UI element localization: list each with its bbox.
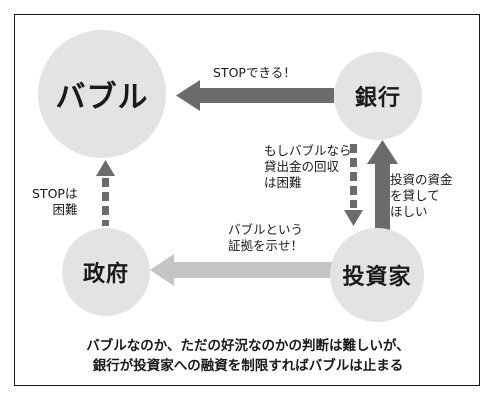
label-investment-loan-request: 投資の資金 を貸して ほしい <box>390 172 453 219</box>
bubble-node: バブル <box>38 30 166 158</box>
investor-node-label: 投資家 <box>342 265 412 290</box>
bank-node: 銀行 <box>334 52 422 140</box>
bank-node-label: 銀行 <box>354 86 401 111</box>
caption-line-1: バブルなのか、ただの好況なのかの判断は難しいが、 <box>86 338 410 354</box>
government-node: 政府 <box>62 228 150 316</box>
government-node-label: 政府 <box>82 262 129 287</box>
arrow-government-to-bubble-dashed <box>96 160 115 226</box>
bubble-node-label: バブル <box>55 80 149 115</box>
label-show-evidence: バブルという 証拠を示せ！ <box>228 222 304 253</box>
investor-node: 投資家 <box>330 228 424 322</box>
diagram-caption: バブルなのか、ただの好況なのかの判断は難しいが、 銀行が投資家への融資を制限すれ… <box>22 336 474 376</box>
arrow-investor-to-government <box>150 254 332 286</box>
label-stop-difficult: STOPは 困難 <box>32 186 78 217</box>
arrow-investor-to-bank <box>367 140 398 232</box>
caption-line-2: 銀行が投資家への融資を制限すればバブルは止まる <box>92 358 404 374</box>
arrow-bank-to-investor-dashed <box>344 144 363 226</box>
arrow-bank-to-bubble <box>176 80 334 111</box>
diagram-frame <box>14 14 480 386</box>
label-bubble-loan-recovery: もしバブルなら 貸出金の回収 は困難 <box>264 143 352 190</box>
label-stop-can: STOPできる！ <box>213 65 296 80</box>
